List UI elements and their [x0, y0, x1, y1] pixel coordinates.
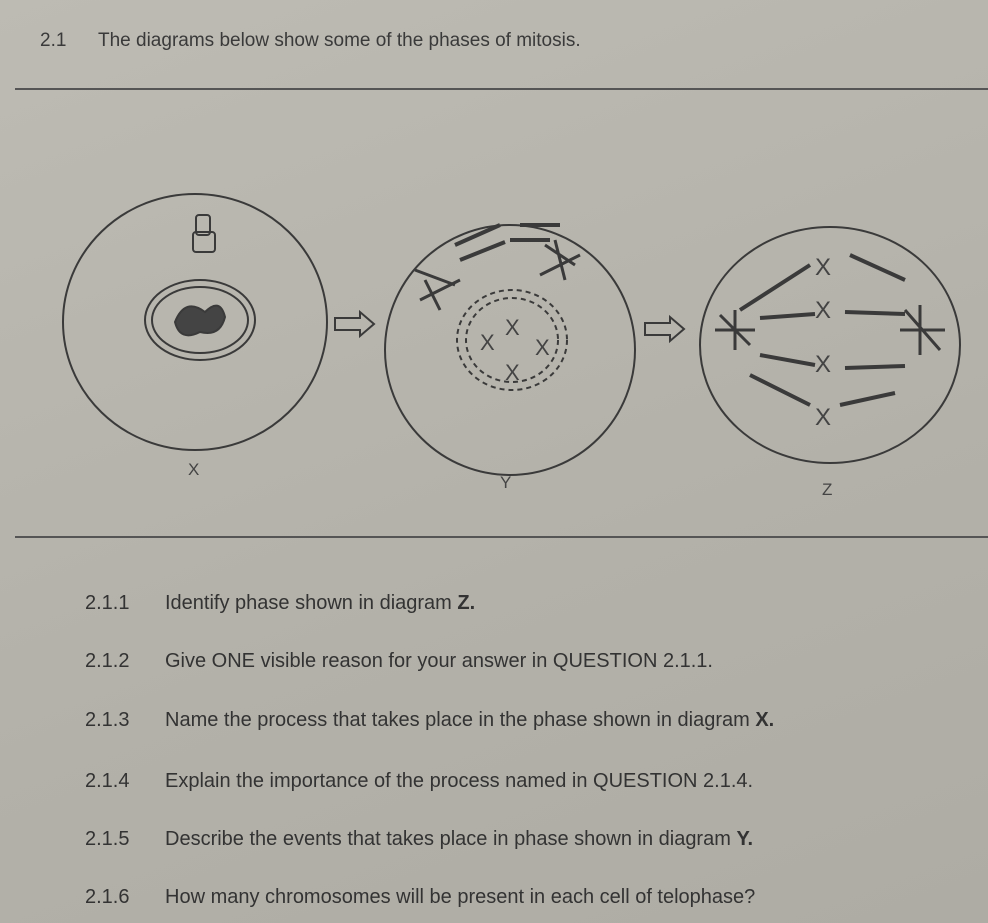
- subquestion-text: Name the process that takes place in the…: [165, 709, 756, 731]
- subquestion-2-1-2: 2.1.2 Give ONE visible reason for your an…: [85, 650, 713, 673]
- label-z: Z: [822, 480, 833, 499]
- mitosis-diagrams: X X X X X X X X: [62, 193, 961, 476]
- subquestion-text: Give ONE visible reason for your answer …: [165, 650, 713, 672]
- label-x: X: [188, 460, 200, 479]
- subquestion-2-1-4: 2.1.4 Explain the importance of the proce…: [85, 770, 753, 793]
- arrow-x-y: [334, 309, 376, 339]
- subquestion-number: 2.1.4: [85, 770, 130, 792]
- subquestion-text: Identify phase shown in diagram: [165, 592, 458, 614]
- subquestion-number: 2.1.1: [85, 592, 130, 614]
- subquestion-number: 2.1.3: [85, 709, 130, 731]
- svg-text:X: X: [815, 351, 831, 378]
- svg-text:X: X: [535, 335, 550, 360]
- svg-text:X: X: [480, 330, 495, 355]
- subquestion-text: Describe the events that takes place in …: [165, 828, 737, 850]
- diagram-box: [15, 88, 988, 538]
- subquestion-2-1-5: 2.1.5 Describe the events that takes plac…: [85, 828, 753, 851]
- cell-y: X X X X: [384, 223, 636, 476]
- subquestion-text: How many chromosomes will be present in …: [165, 886, 756, 908]
- subquestion-number: 2.1.2: [85, 650, 130, 672]
- subquestion-2-1-6: 2.1.6 How many chromosomes will be presen…: [85, 886, 755, 909]
- subquestion-number: 2.1.6: [85, 886, 130, 908]
- arrow-y-z: [644, 314, 686, 344]
- svg-text:X: X: [815, 404, 831, 431]
- subquestion-2-1-1: 2.1.1 Identify phase shown in diagram Z.: [85, 592, 475, 615]
- question-text: The diagrams below show some of the phas…: [98, 30, 581, 51]
- cell-x: [62, 193, 328, 451]
- subquestion-emphasis: X.: [755, 709, 775, 731]
- svg-text:X: X: [815, 254, 831, 281]
- subquestion-2-1-3: 2.1.3 Name the process that takes place i…: [85, 709, 774, 732]
- subquestion-emphasis: Y.: [736, 828, 754, 850]
- label-y: Y: [500, 473, 512, 492]
- subquestion-emphasis: Z.: [457, 592, 476, 614]
- svg-text:X: X: [505, 315, 520, 340]
- question-number: 2.1: [40, 30, 67, 51]
- subquestion-number: 2.1.5: [85, 828, 130, 850]
- svg-text:X: X: [505, 360, 520, 385]
- subquestion-text: Explain the importance of the process na…: [165, 770, 754, 792]
- cell-z: X X X X: [699, 226, 961, 464]
- question-intro: 2.1 The diagrams below show some of the p…: [40, 30, 581, 52]
- svg-text:X: X: [815, 297, 831, 324]
